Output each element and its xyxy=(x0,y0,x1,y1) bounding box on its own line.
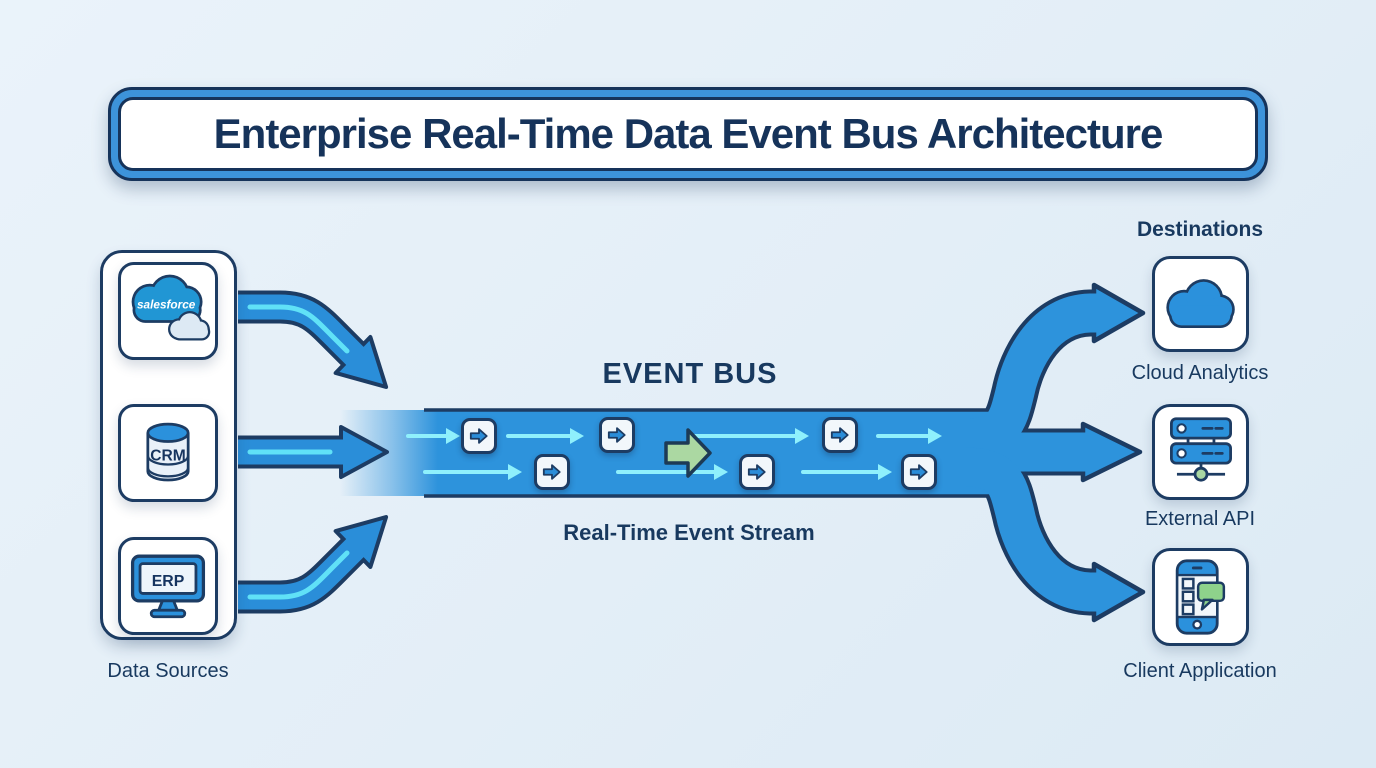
page-title: Enterprise Real-Time Data Event Bus Arch… xyxy=(213,110,1164,157)
cloud-analytics-label: Cloud Analytics xyxy=(1131,362,1269,384)
event-token xyxy=(822,417,858,453)
event-token xyxy=(739,454,775,490)
database-icon: CRM xyxy=(146,422,190,482)
stream-arrow-icon xyxy=(406,428,460,444)
salesforce-cloud-icon: salesforce xyxy=(131,274,211,341)
event-token xyxy=(534,454,570,490)
stream-arrow-icon xyxy=(423,464,522,480)
event-token xyxy=(461,418,497,454)
title-banner-inner: Enterprise Real-Time Data Event Bus Arch… xyxy=(118,97,1258,171)
server-stack-icon xyxy=(1169,417,1232,482)
salesforce-logo-text: salesforce xyxy=(137,297,196,311)
event-stream-subtitle: Real-Time Event Stream xyxy=(563,520,815,545)
destination-card-external-api xyxy=(1152,404,1249,500)
destinations-header: Destinations xyxy=(1136,218,1264,241)
bus-fork-fill xyxy=(950,293,1098,612)
arrow-right-icon xyxy=(747,464,766,480)
chat-bubble-icon xyxy=(1196,581,1225,603)
arrow-right-icon xyxy=(607,427,626,443)
arrowhead-to-external-api xyxy=(1080,421,1143,483)
fork-arrowheads xyxy=(1080,282,1146,623)
event-token xyxy=(901,454,937,490)
mobile-app-icon xyxy=(1175,559,1225,635)
green-arrow-icon xyxy=(664,428,712,478)
arrowhead-to-client-app xyxy=(1091,561,1146,623)
event-token xyxy=(599,417,635,453)
monitor-icon: ERP xyxy=(130,554,206,619)
arrowhead-to-cloud-analytics xyxy=(1091,282,1146,344)
stream-arrow-icon xyxy=(801,464,892,480)
source-arrow-streaks xyxy=(247,304,350,600)
title-banner: Enterprise Real-Time Data Event Bus Arch… xyxy=(108,87,1268,181)
stream-arrow-icon xyxy=(506,428,584,444)
external-api-label: External API xyxy=(1144,508,1256,530)
client-application-label: Client Application xyxy=(1123,660,1277,682)
arrow-right-icon xyxy=(542,464,561,480)
source-card-salesforce: salesforce xyxy=(118,262,218,360)
stream-arrow-icon xyxy=(693,428,809,444)
destination-card-client-application xyxy=(1152,548,1249,646)
arrow-right-icon xyxy=(830,427,849,443)
stream-arrow-icon xyxy=(876,428,942,444)
destination-card-cloud-analytics xyxy=(1152,256,1249,352)
stream-arrow-icon xyxy=(616,464,728,480)
source-card-crm: CRM xyxy=(118,404,218,502)
event-bus-title: EVENT BUS xyxy=(602,358,778,390)
cloud-icon xyxy=(1165,279,1235,328)
source-arrowheads xyxy=(333,335,389,569)
erp-label-text: ERP xyxy=(152,573,185,590)
data-sources-label: Data Sources xyxy=(107,660,229,682)
crm-label-text: CRM xyxy=(150,447,185,464)
source-card-erp: ERP xyxy=(118,537,218,635)
arrow-right-icon xyxy=(469,428,488,444)
arrow-right-icon xyxy=(909,464,928,480)
